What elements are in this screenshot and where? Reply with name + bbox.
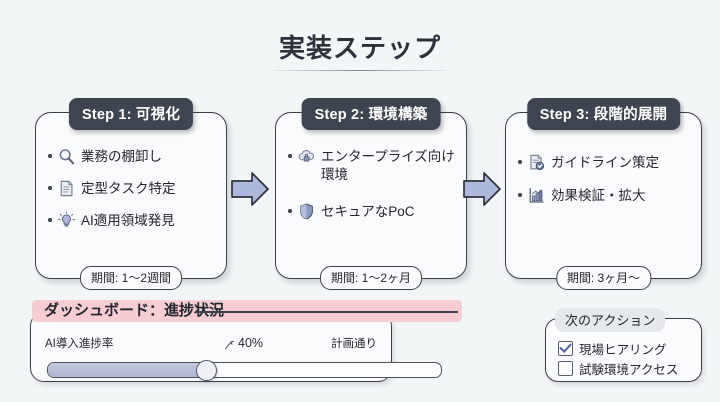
step-duration-1: 期間: 1〜2週間: [79, 266, 183, 290]
progress-slider[interactable]: [47, 360, 442, 381]
page-title: 実装ステップ: [278, 33, 441, 63]
document-check-icon: [527, 153, 546, 172]
list-item[interactable]: ガイドライン策定: [518, 153, 693, 172]
step-card-3[interactable]: Step 3: 段階的展開 ガイドライン策定 効果検証・拡大 期間: 3ヶ月〜: [505, 98, 702, 290]
step-card-1[interactable]: Step 1: 可視化 業務の棚卸し 定型タスク特定: [35, 98, 227, 290]
cloud-lock-icon: [297, 147, 316, 166]
progress-percent-label: 40%: [238, 336, 264, 350]
list-item[interactable]: AI適用領域発見: [48, 211, 218, 230]
step-duration-3: 期間: 3ヶ月〜: [555, 266, 652, 290]
list-item-label: 効果検証・拡大: [551, 188, 646, 203]
list-item[interactable]: 定型タスク特定: [48, 179, 218, 198]
next-action-title: 次のアクション: [555, 308, 666, 332]
bullet-dot: [288, 208, 292, 213]
list-item-label: AI適用領域発見: [81, 213, 175, 228]
bullet-dot: [518, 193, 522, 197]
step-badge-3: Step 3: 段階的展開: [526, 98, 681, 130]
bullet-dot: [518, 160, 522, 164]
progress-pointer-icon: [224, 340, 236, 350]
progress-slider-fill: [48, 363, 206, 377]
bullet-dot: [48, 186, 52, 190]
bullet-dot: [48, 218, 52, 222]
bar-chart-icon: [527, 186, 546, 205]
bullet-dot: [48, 154, 52, 158]
shield-icon: [297, 202, 316, 221]
next-action-label: 現場ヒアリング: [579, 343, 667, 357]
lightbulb-icon: [57, 211, 76, 230]
title-underline: [274, 70, 446, 71]
document-icon: [57, 179, 76, 198]
list-item-label: ガイドライン策定: [551, 155, 659, 170]
dashboard-title: ダッシュボード：進捗状況: [44, 302, 225, 319]
step-items-2: エンタープライズ向け環境 セキュアなPoC: [288, 147, 458, 234]
dashboard-title-rule: [196, 311, 458, 313]
progress-slider-knob[interactable]: [196, 360, 218, 381]
list-item[interactable]: 効果検証・拡大: [518, 186, 693, 205]
step-badge-2: Step 2: 環境構築: [301, 98, 441, 130]
next-action-label: 試験環境アクセス: [579, 363, 679, 377]
step-badge-1: Step 1: 可視化: [68, 98, 194, 130]
list-item-label: セキュアなPoC: [321, 203, 415, 219]
magnifier-icon: [57, 147, 76, 166]
list-item[interactable]: 業務の棚卸し: [48, 147, 218, 166]
checkbox-checked-icon[interactable]: [558, 341, 573, 356]
list-item-label: 定型タスク特定: [81, 181, 176, 196]
next-action-item-1[interactable]: 現場ヒアリング: [558, 339, 667, 358]
progress-status-label: 計画通り: [331, 338, 377, 350]
step-card-2[interactable]: Step 2: 環境構築 エンタープライズ向け環境 セキュアなPoC 期間: 1…: [275, 98, 467, 290]
step-items-1: 業務の棚卸し 定型タスク特定 AI適用領域発見: [48, 147, 218, 243]
list-item[interactable]: セキュアなPoC: [288, 202, 458, 221]
bullet-dot: [288, 154, 292, 158]
step-items-3: ガイドライン策定 効果検証・拡大: [518, 147, 693, 218]
next-action-item-2[interactable]: 試験環境アクセス: [558, 359, 678, 378]
checkbox-unchecked-icon[interactable]: [558, 361, 573, 376]
list-item-label: 業務の棚卸し: [81, 149, 162, 164]
step-duration-2: 期間: 1〜2ヶ月: [319, 266, 423, 290]
arrow-step1-to-step2: [228, 168, 272, 210]
list-item-label: エンタープライズ向け環境: [321, 149, 455, 182]
list-item[interactable]: エンタープライズ向け環境: [288, 147, 458, 184]
arrow-step2-to-step3: [460, 168, 504, 210]
progress-slider-label: AI導入進捗率: [45, 338, 114, 350]
